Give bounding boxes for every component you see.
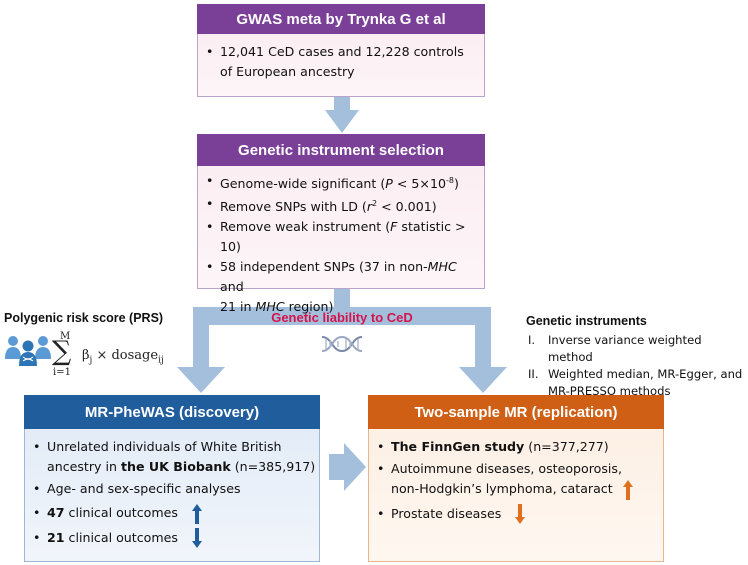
- instrument-selection-title: Genetic instrument selection: [197, 134, 485, 166]
- instr-bullet-weak: Remove weak instrument (F statistic > 10…: [198, 217, 484, 257]
- phewas-bullet-population: Unrelated individuals of White Britishan…: [25, 437, 319, 477]
- arrow-gwas-to-selection: [325, 97, 359, 133]
- gwas-meta-box: GWAS meta by Trynka G et al 12,041 CeD c…: [197, 4, 485, 97]
- instr-bullet-snps: 58 independent SNPs (37 in non-MHC and21…: [198, 257, 484, 317]
- instr-bullet-significance: Genome-wide significant (P < 5×10-8): [198, 171, 484, 194]
- instrument-selection-box: Genetic instrument selection Genome-wide…: [197, 134, 485, 314]
- genetic-instruments-title: Genetic instruments: [526, 314, 647, 328]
- gwas-bullet: 12,041 CeD cases and 12,228 controls of …: [198, 42, 484, 82]
- down-arrow-icon: [515, 504, 526, 524]
- phewas-bullet-down-outcomes: 21 clinical outcomes: [25, 528, 319, 548]
- replication-title: Two-sample MR (replication): [368, 395, 664, 429]
- replication-bullet-down-outcomes: Prostate diseases: [369, 504, 663, 524]
- mr-phewas-box: MR-PheWAS (discovery) Unrelated individu…: [24, 395, 320, 562]
- up-arrow-icon: [622, 479, 633, 500]
- replication-box: Two-sample MR (replication) The FinnGen …: [368, 395, 664, 562]
- instrument-method-2: II. Weighted median, MR-Egger, and MR-PR…: [528, 367, 743, 398]
- down-arrow-icon: [191, 528, 202, 548]
- instrument-method-1: I. Inverse variance weighted method: [528, 333, 702, 364]
- prs-title: Polygenic risk score (PRS): [4, 311, 164, 325]
- replication-bullet-finngen: The FinnGen study (n=377,277): [369, 437, 663, 457]
- genetic-liability-label: Genetic liability to CeD: [271, 310, 413, 325]
- dna-helix-icon: [321, 335, 363, 353]
- replication-bullet-up-outcomes: Autoimmune diseases, osteoporosis,non-Ho…: [369, 459, 663, 500]
- replication-body: The FinnGen study (n=377,277) Autoimmune…: [368, 429, 664, 562]
- gwas-meta-title: GWAS meta by Trynka G et al: [197, 4, 485, 34]
- mr-phewas-body: Unrelated individuals of White Britishan…: [24, 429, 320, 562]
- gwas-meta-body: 12,041 CeD cases and 12,228 controls of …: [197, 34, 485, 97]
- arrow-discovery-to-replication: [329, 443, 366, 491]
- mr-phewas-title: MR-PheWAS (discovery): [24, 395, 320, 429]
- phewas-bullet-up-outcomes: 47 clinical outcomes: [25, 503, 319, 524]
- up-arrow-icon: [191, 503, 202, 524]
- phewas-bullet-analyses: Age- and sex-specific analyses: [25, 479, 319, 499]
- instr-bullet-ld: Remove SNPs with LD (r2 < 0.001): [198, 194, 484, 217]
- instrument-selection-body: Genome-wide significant (P < 5×10-8) Rem…: [197, 166, 485, 314]
- prs-panel: Polygenic risk score (PRS) M ∑ i=1 βj × …: [4, 311, 174, 378]
- people-dna-icon: [5, 336, 51, 366]
- genetic-instruments-panel: Genetic instruments I. Inverse variance …: [526, 313, 748, 400]
